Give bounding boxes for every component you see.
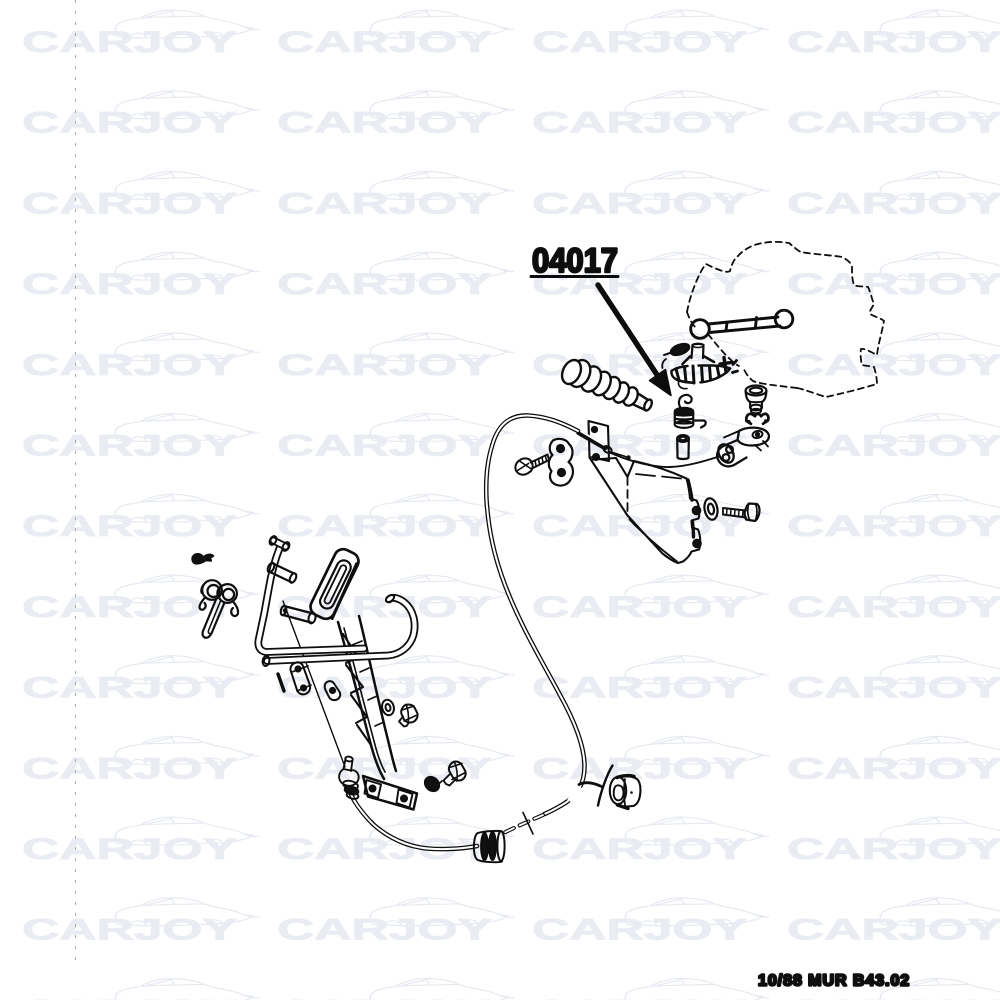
svg-text:10/88 MUR B43.02: 10/88 MUR B43.02 [758, 973, 910, 990]
svg-text:04017: 04017 [532, 242, 618, 280]
